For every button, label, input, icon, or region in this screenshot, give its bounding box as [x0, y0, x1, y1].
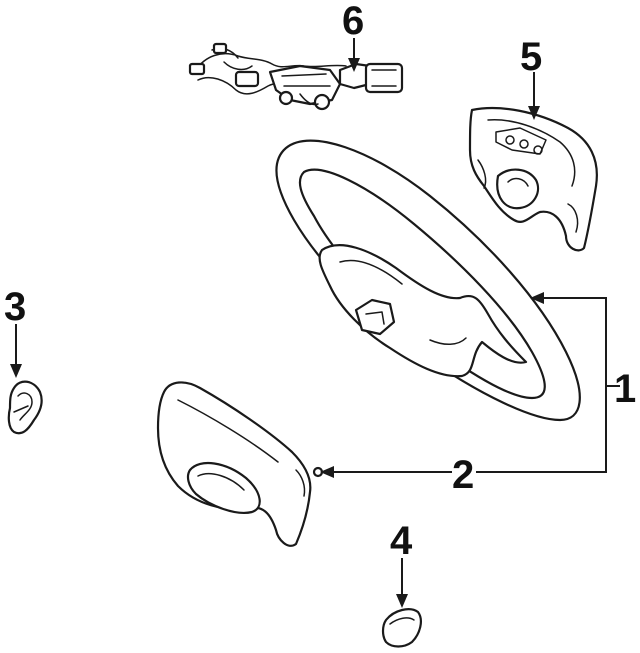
callout-3: 3	[4, 285, 26, 329]
clip-icon	[7, 380, 43, 435]
callout-5: 5	[520, 35, 542, 79]
callout-2: 2	[452, 453, 474, 497]
wiring-harness-icon	[188, 42, 404, 111]
callout-1: 1	[614, 367, 636, 411]
callout-6: 6	[342, 0, 364, 43]
callout-4: 4	[390, 519, 413, 563]
steering-wheel-icon	[275, 139, 581, 422]
cap-icon	[381, 608, 422, 648]
lower-cover-icon	[156, 381, 324, 547]
airbag-module-icon	[468, 106, 598, 252]
